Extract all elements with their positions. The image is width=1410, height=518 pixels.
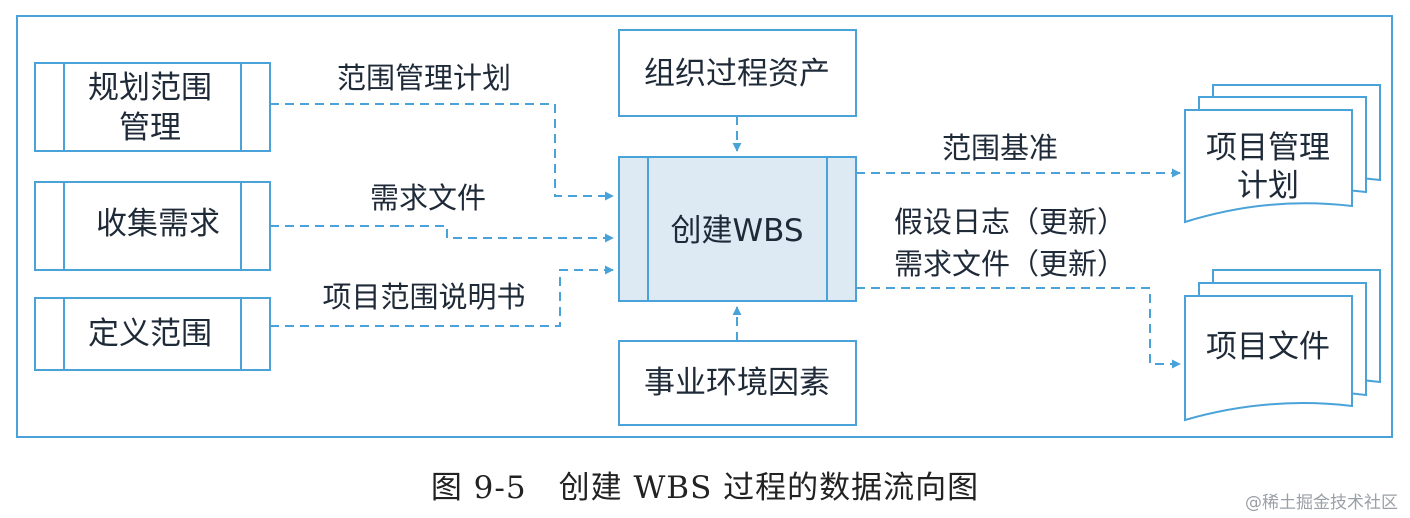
plan-scope-label-line1: 规划范围	[88, 70, 212, 106]
pm-plan-label-line1: 项目管理	[1206, 130, 1330, 166]
org-assets-box: 组织过程资产	[618, 29, 857, 117]
project-docs-document-stack: 项目文件	[1184, 269, 1381, 422]
env-factors-label: 事业环境因素	[644, 365, 830, 401]
flow-label-req-docs: 需求文件	[370, 181, 486, 215]
collect-requirements-process-box: 收集需求	[34, 181, 271, 271]
arrow-scope-statement	[270, 265, 614, 327]
flow-label-baseline: 范围基准	[942, 131, 1058, 165]
watermark: @稀土掘金技术社区	[1245, 493, 1398, 513]
create-wbs-process-box: 创建WBS	[618, 156, 857, 302]
define-scope-label: 定义范围	[88, 316, 212, 352]
flow-label-scope-statement: 项目范围说明书	[322, 280, 525, 314]
env-factors-box: 事业环境因素	[618, 340, 857, 426]
project-docs-label: 项目文件	[1206, 329, 1330, 365]
outer-frame	[16, 15, 1393, 438]
org-assets-label: 组织过程资产	[644, 56, 830, 92]
collect-requirements-label: 收集需求	[96, 206, 220, 242]
arrow-project-docs	[856, 287, 1181, 369]
create-wbs-label: 创建WBS	[670, 213, 803, 249]
define-scope-process-box: 定义范围	[34, 297, 271, 371]
wbs-data-flow-diagram: 规划范围 管理 收集需求 定义范围 组织过程资产 创建WBS	[16, 15, 1393, 438]
plan-scope-label-line2: 管理	[119, 110, 181, 146]
pm-plan-document-stack: 项目管理 计划	[1184, 84, 1381, 224]
flow-label-req-docs-update: 需求文件（更新）	[894, 247, 1126, 281]
arrow-scope-plan	[270, 103, 614, 201]
arrow-req-docs	[270, 225, 614, 243]
plan-scope-process-box: 规划范围 管理	[34, 62, 271, 152]
flow-label-scope-plan: 范围管理计划	[337, 61, 511, 95]
flow-label-assumption-log: 假设日志（更新）	[894, 205, 1126, 239]
pm-plan-label-line2: 计划	[1237, 168, 1299, 204]
figure-caption: 图 9-5 创建 WBS 过程的数据流向图	[430, 470, 980, 506]
